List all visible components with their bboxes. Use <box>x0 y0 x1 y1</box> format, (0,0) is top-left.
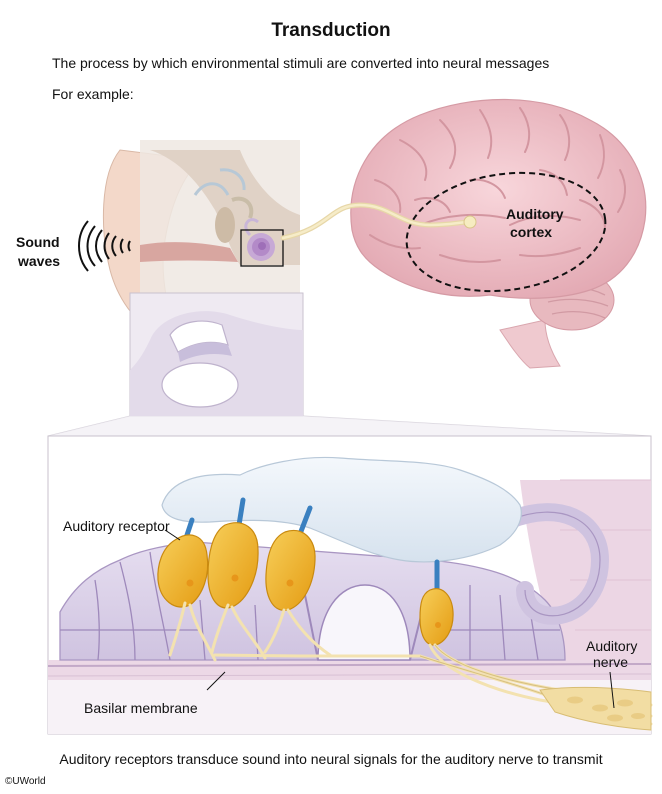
nerve-leader-line <box>609 671 615 709</box>
auditory-cortex-outline <box>405 171 607 293</box>
example-label: For example: <box>52 86 134 102</box>
auditory-nerve-label-line2: nerve <box>593 654 628 670</box>
sound-waves-icon <box>78 220 131 272</box>
copyright-notice: ©UWorld <box>5 776 46 787</box>
auditory-receptor-label: Auditory receptor <box>63 518 170 534</box>
cochlea-zoom-box <box>240 229 284 267</box>
basilar-leader-line <box>206 671 226 691</box>
cochlea-cross-section-inset <box>129 292 304 417</box>
cochlea <box>244 218 275 261</box>
ear-illustration <box>102 140 300 331</box>
sound-waves-label-line2: waves <box>17 253 60 269</box>
auditory-nerve-label-line1: Auditory <box>586 638 637 654</box>
cortex-target-dot <box>463 215 477 229</box>
basilar-membrane-label: Basilar membrane <box>84 700 198 716</box>
auditory-receptor-cells <box>157 522 454 646</box>
brain-illustration <box>350 98 647 369</box>
auditory-cortex-label-line1: Auditory <box>506 206 564 222</box>
diagram-subtitle: The process by which environmental stimu… <box>52 55 550 71</box>
sound-waves-label-line1: Sound <box>16 234 60 250</box>
receptor-leader-line <box>164 529 181 541</box>
diagram-caption: Auditory receptors transduce sound into … <box>59 751 603 767</box>
auditory-cortex-label-line2: cortex <box>510 224 552 240</box>
organ-of-corti-panel <box>47 435 653 735</box>
diagram-title: Transduction <box>271 20 391 41</box>
